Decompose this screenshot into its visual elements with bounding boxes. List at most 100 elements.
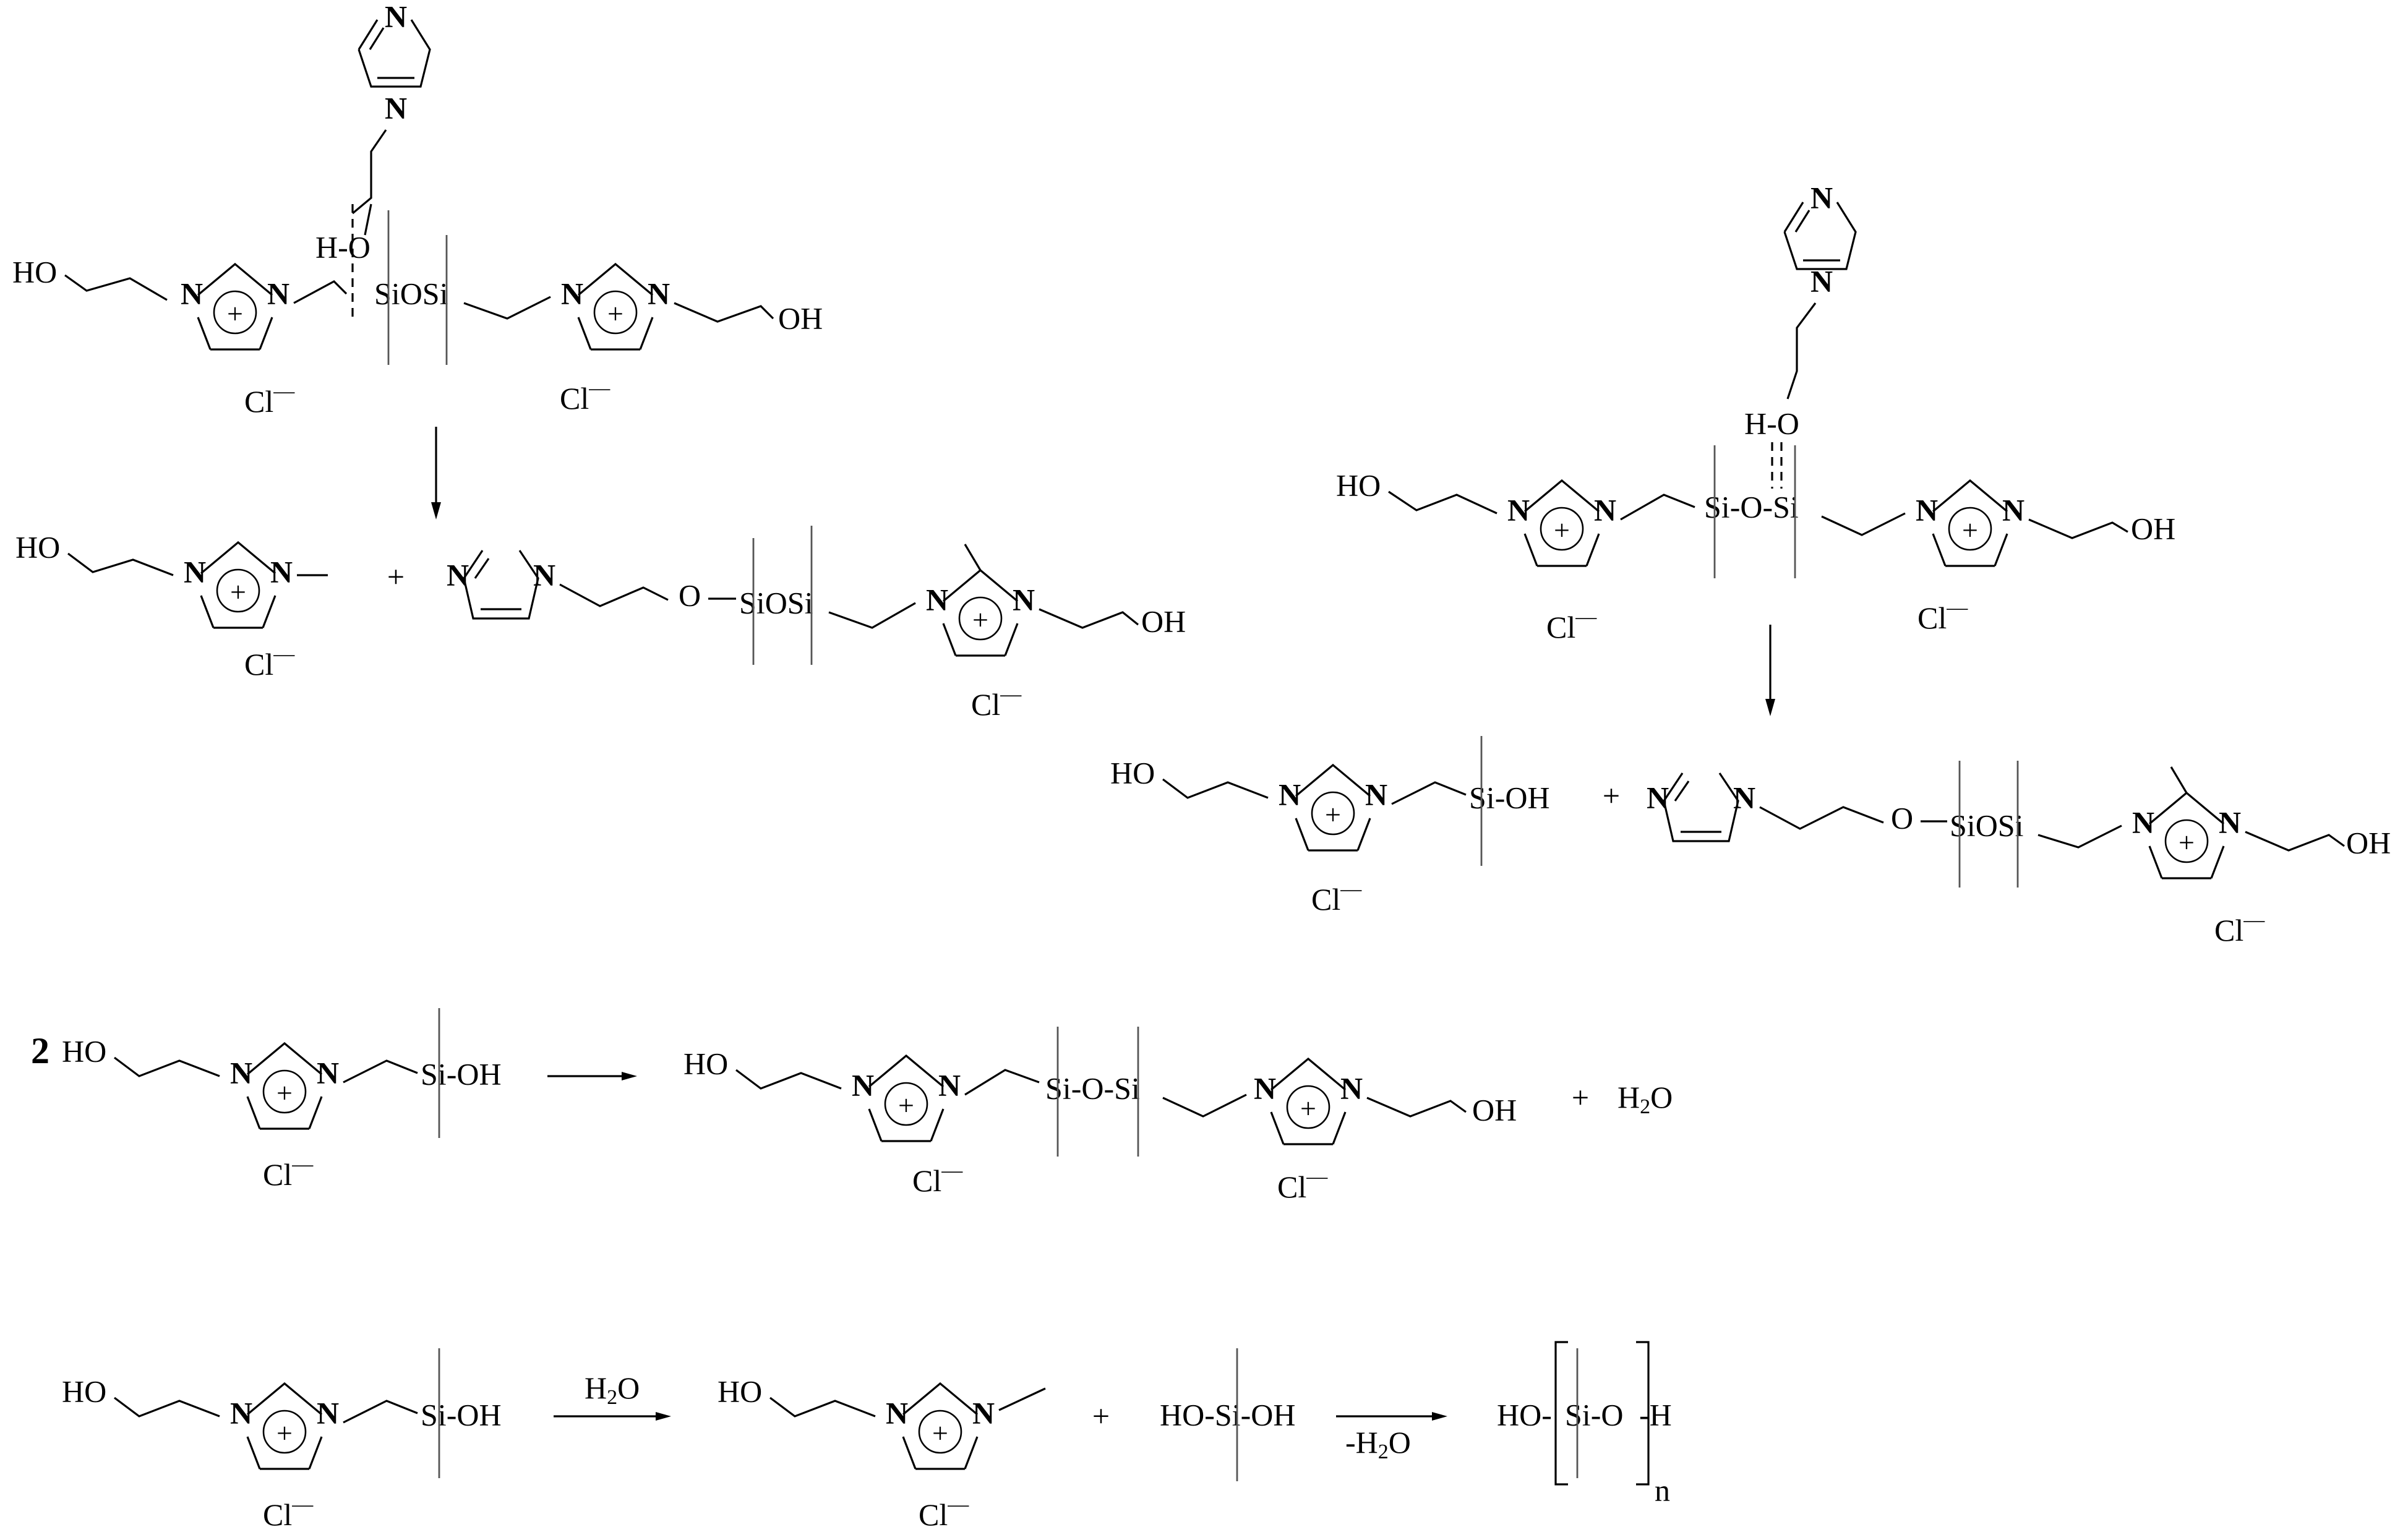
chloride: Cl— [919,1493,969,1533]
chloride: Cl— [1311,878,1362,917]
polymer-subscript-n: n [1655,1473,1670,1507]
chloride-charge: — [2243,909,2265,931]
atom-n: N [1507,492,1530,527]
minus-prefix: - [1345,1425,1356,1460]
reaction-arrow [431,427,441,520]
atom-n: N [1594,492,1616,527]
chloride-symbol: Cl [1917,601,1947,635]
atom-n: N [1647,780,1669,815]
atom-n: N [926,582,948,617]
chloride: Cl— [1546,605,1597,645]
atom-n: N [938,1067,961,1102]
chloride: Cl— [263,1493,314,1533]
atom-n: N [230,1395,252,1430]
scheme-4: HO N N + Si-OH Cl— H2O HO N N + Cl— + HO… [62,1341,1672,1533]
charge-plus: + [1325,799,1341,831]
chloride-symbol: Cl [1277,1170,1306,1204]
chloride: Cl— [971,683,1022,722]
atom-o: O [679,578,701,612]
plus-sign: + [1603,778,1620,813]
atom-o: O [1891,800,1913,835]
scheme-1-products: HO N N + Cl— + N N O SiOSi N N + OH Cl— [15,526,1186,722]
atom-n: N [972,1395,995,1430]
chloride-symbol: Cl [2214,913,2243,948]
atom-oh: OH [778,301,823,335]
chloride: Cl— [244,380,295,419]
chloride-symbol: Cl [244,647,273,682]
chloride-symbol: Cl [971,687,1000,722]
atom-n: N [2219,805,2241,839]
charge-plus: + [227,298,243,330]
stoichiometric-coefficient: 2 [31,1030,49,1071]
chloride: Cl— [1277,1165,1328,1205]
charge-plus: + [276,1077,293,1109]
atom-si-o-si: Si-O-Si [1045,1071,1140,1105]
atom-n: N [1916,492,1938,527]
chloride-symbol: Cl [1311,882,1340,917]
plus-sign: + [387,559,405,594]
atom-ho: HO [683,1046,728,1080]
chloride-charge: — [941,1159,963,1182]
plus-sign: + [1572,1080,1589,1114]
atom-n: N [1810,263,1833,298]
charge-plus: + [1962,515,1978,546]
chloride-charge: — [588,377,611,400]
atom-n: N [230,1055,252,1090]
atom-si-oh: Si-OH [421,1397,502,1432]
atom-n: N [385,90,407,125]
atom-n: N [181,276,203,310]
chloride-charge: — [1946,596,1968,619]
chloride-symbol: Cl [912,1163,941,1198]
atom-oh: OH [1141,604,1186,638]
atom-n: N [2132,805,2154,839]
atom-n: N [648,276,670,310]
water-h: H [1617,1080,1640,1114]
atom-oh: OH [2131,511,2175,545]
polymer-end-h: -H [1639,1397,1672,1432]
atom-si-oh: Si-OH [1469,780,1550,815]
atom-n: N [385,0,407,33]
atom-ho: HO [1110,755,1155,790]
atom-n: N [184,554,206,589]
atom-ho-si-oh: HO-Si-OH [1160,1397,1295,1432]
atom-si-oh: Si-OH [421,1056,502,1091]
atom-n: N [317,1395,339,1430]
atom-ho: HO [15,529,60,564]
reaction-arrow [554,1412,671,1421]
atom-n: N [1365,777,1387,811]
chloride-symbol: Cl [263,1157,292,1192]
chloride: Cl— [1917,596,1968,636]
atom-oh: OH [1472,1092,1517,1127]
chloride-charge: — [1306,1165,1328,1188]
atom-n: N [1733,780,1755,815]
water: H2O [1617,1080,1673,1118]
chloride: Cl— [263,1153,314,1192]
atom-n: N [886,1395,908,1430]
atom-ho: HO [62,1374,106,1408]
chloride: Cl— [560,377,611,416]
chloride-symbol: Cl [1546,610,1575,644]
chloride-symbol: Cl [919,1497,948,1532]
atom-ho: HO [12,254,57,289]
chloride-charge: — [291,1153,314,1176]
chloride-charge: — [947,1493,969,1516]
plus-sign: + [1092,1398,1110,1433]
atom-siosi: SiOSi [374,276,448,310]
water-subscript: 2 [1640,1095,1650,1118]
chloride-symbol: Cl [244,384,273,419]
atom-n: N [1254,1071,1276,1105]
chloride: Cl— [244,643,295,682]
atom-n: N [1340,1071,1363,1105]
chloride: Cl— [912,1159,963,1199]
atom-n: N [852,1067,874,1102]
scheme-2-products: HO N N + Si-OH Cl— + N N O SiOSi N N + O… [1110,736,2391,948]
atom-oh: OH [2346,825,2391,860]
charge-plus: + [898,1090,914,1121]
chloride-symbol: Cl [263,1497,292,1532]
atom-n: N [317,1055,339,1090]
atom-n: N [561,276,583,310]
charge-plus: + [2179,827,2195,858]
water-h: H [1356,1425,1378,1460]
water-o: O [617,1371,640,1405]
polymer-end-ho: HO- [1497,1397,1552,1432]
